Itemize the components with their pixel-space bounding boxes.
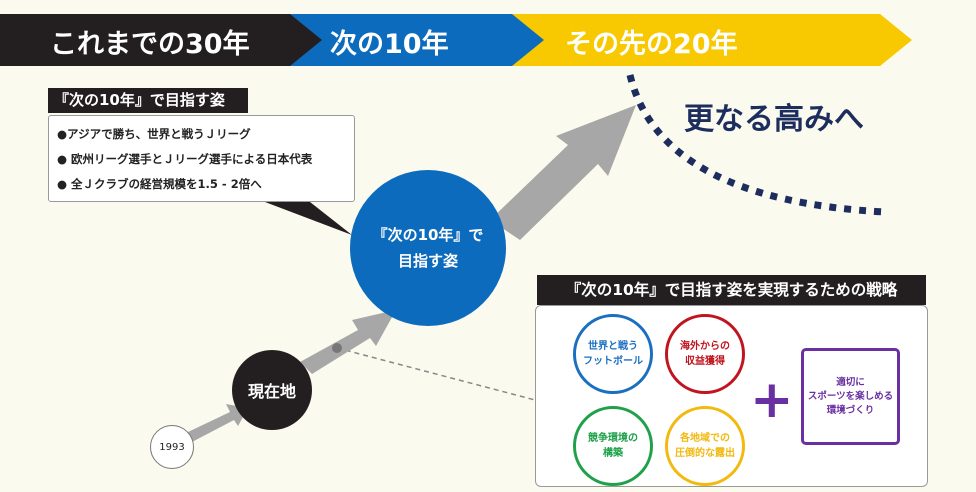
label: 海外からの [680,341,730,352]
label: 世界と戦う [588,341,638,352]
arrow-goal-to-future [490,105,636,240]
arrow-current-to-goal [300,310,396,374]
goal-item: ● 欧州リーグ選手とＪリーグ選手による日本代表 [57,152,313,166]
banner-future [500,14,912,66]
label: 各地域での [680,433,730,444]
current-position-circle: 現在地 [232,350,312,430]
strategy-circle-exposure: 各地域での圧倒的な露出 [665,406,745,486]
strategy-circle-revenue: 海外からの収益獲得 [665,314,745,394]
label: 構築 [603,448,623,459]
goal-item: ●アジアで勝ち、世界と戦うＪリーグ [57,127,251,141]
plus-icon: + [750,370,794,430]
label: フットボール [583,356,643,367]
banner-past [0,14,322,66]
growth-arrows [188,105,636,442]
arrow-1993-to-current [188,404,248,442]
strategy-circle-competition: 競争環境の構築 [573,406,653,486]
start-year-circle: 1993 [150,425,194,469]
goals-title: 『次の10年』で目指す姿 [48,88,248,113]
label: 環境づくり [826,404,875,416]
goal-item: ● 全Ｊクラブの経営規模を1.5 - 2倍へ [57,177,262,191]
timeline-past: これまでの30年 [50,29,250,60]
banner-next [290,14,544,66]
timeline-future: その先の20年 [565,29,738,60]
goals-box: ●アジアで勝ち、世界と戦うＪリーグ ● 欧州リーグ選手とＪリーグ選手による日本代… [48,115,355,202]
strategy-circle-football: 世界と戦うフットボール [573,314,653,394]
callout-pointer [265,202,352,235]
label: 適切に [836,376,865,388]
label: 圧倒的な露出 [675,448,735,459]
goal-circle: 『次の10年』で 目指す姿 [350,170,506,326]
label: スポーツを楽しめる [807,390,894,402]
goal-circle-line1: 『次の10年』で [372,226,484,244]
strategy-title: 『次の10年』で目指す姿を実現するための戦略 [537,275,926,305]
label: 収益獲得 [685,356,725,367]
environment-box: 適切に スポーツを楽しめる 環境づくり [801,348,900,445]
dashed-connector [336,347,536,401]
goal-circle-line2: 目指す姿 [397,252,458,270]
connector-dot [332,343,342,353]
timeline-next: 次の10年 [330,29,449,60]
dotted-arc [626,74,886,216]
label: 競争環境の [588,433,638,444]
higher-heights-text: 更なる高みへ [684,102,864,137]
